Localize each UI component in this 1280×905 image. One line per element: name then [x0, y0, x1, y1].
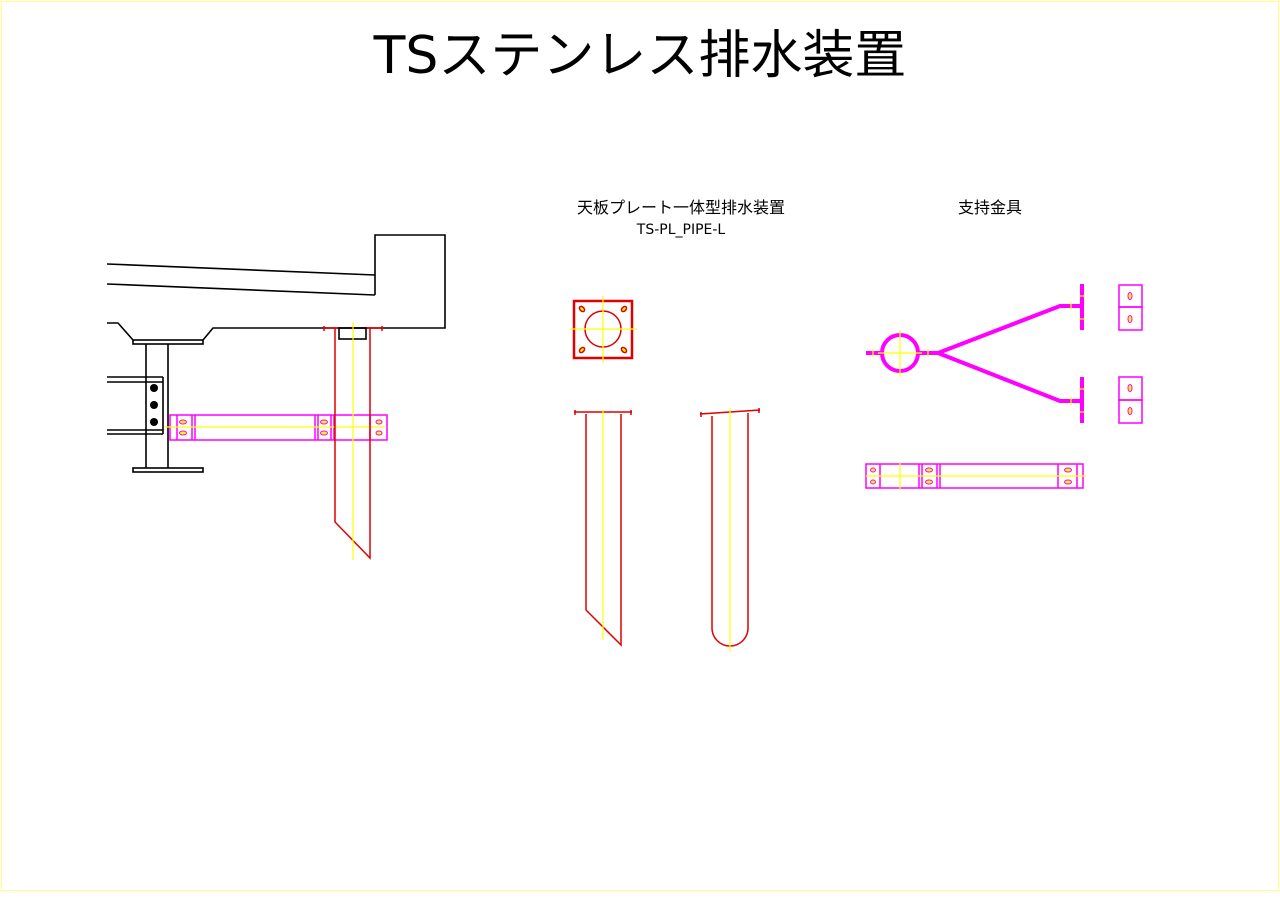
integrated-drain-model: TS-PL_PIPE-L: [636, 222, 726, 238]
pipe-side-view-beveled: [574, 410, 632, 647]
bolt-icon: [150, 418, 158, 426]
bolt-icon: [150, 384, 158, 392]
installation-view: [106, 234, 446, 560]
support-bar-elevation: [865, 462, 1086, 490]
pipe-side-view-rounded: [699, 408, 761, 652]
support-bracket-plan: [866, 284, 1085, 423]
top-plate-plan-view: [570, 296, 637, 363]
support-bracket-label: 支持金具: [958, 198, 1022, 217]
bracket-plate-views: [1118, 284, 1143, 424]
integrated-drain-label: 天板プレート一体型排水装置: [577, 198, 785, 217]
support-bar: [165, 414, 388, 441]
drain-pipe-installed: [323, 322, 383, 560]
steel-girder: [107, 339, 204, 473]
deck-slab: [106, 234, 446, 341]
drawing-title: TSステンレス排水装置: [373, 26, 907, 86]
bolt-icon: [150, 401, 158, 409]
